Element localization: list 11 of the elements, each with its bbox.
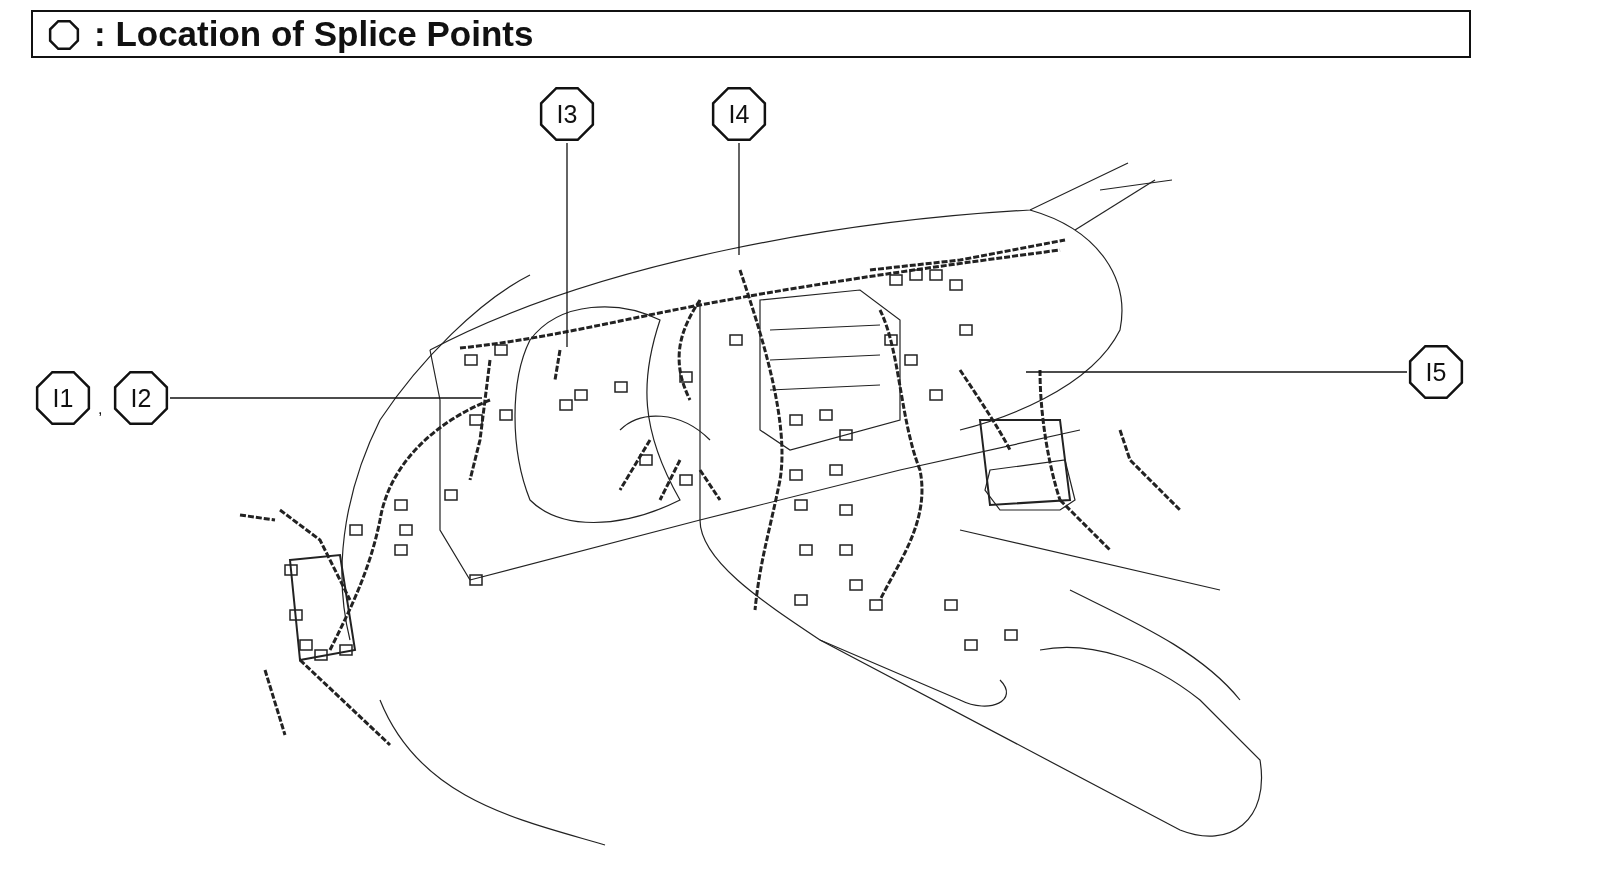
callout-octagon: I4 [710, 85, 768, 143]
title: : Location of Splice Points [94, 13, 534, 55]
callout-octagon: I1 [34, 369, 92, 427]
leader-line [566, 142, 568, 348]
callout-octagon: I2 [112, 369, 170, 427]
separator-comma: , [98, 400, 103, 418]
leader-line [169, 397, 483, 399]
callout-octagon: I5 [1407, 343, 1465, 401]
leader-line [738, 142, 740, 256]
callout-octagon: I3 [538, 85, 596, 143]
leader-line [1025, 371, 1408, 373]
